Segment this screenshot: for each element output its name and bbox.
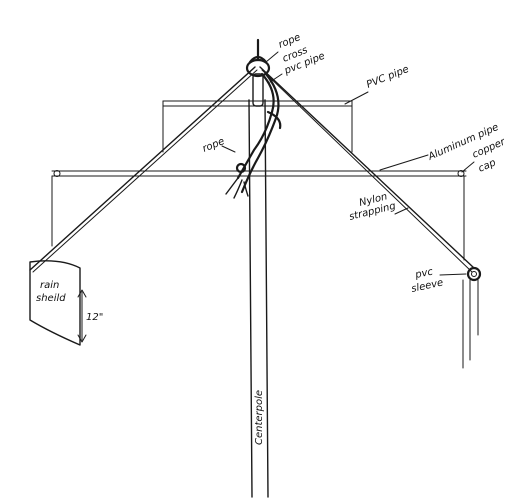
label-dimension: 12" (86, 312, 103, 323)
rope-hanging (225, 72, 282, 199)
pvc-sleeve (466, 266, 482, 282)
leader-lines (221, 51, 475, 276)
nylon-strapping-left (29, 66, 258, 273)
right-outer-drop (462, 175, 479, 369)
rain-shield (29, 260, 81, 346)
label-rope-left: rope (201, 136, 226, 155)
dimension-arrow (77, 289, 87, 343)
label-copper-line2: cap (477, 157, 498, 174)
label-centerpole: Centerpole (254, 390, 265, 445)
label-pvc-pipe: PVC pipe (365, 64, 411, 91)
centerpole (248, 99, 269, 498)
label-rain-line1: rain (40, 280, 59, 291)
label-pvc-sleeve-line2: sleeve (410, 277, 444, 294)
top-pulley-fitting (245, 38, 271, 107)
label-pvc-sleeve-line1: pvc (413, 266, 434, 281)
aluminum-pipe (51, 170, 467, 177)
nylon-strapping-right (259, 66, 475, 273)
label-rain-line2: sheild (36, 293, 66, 304)
